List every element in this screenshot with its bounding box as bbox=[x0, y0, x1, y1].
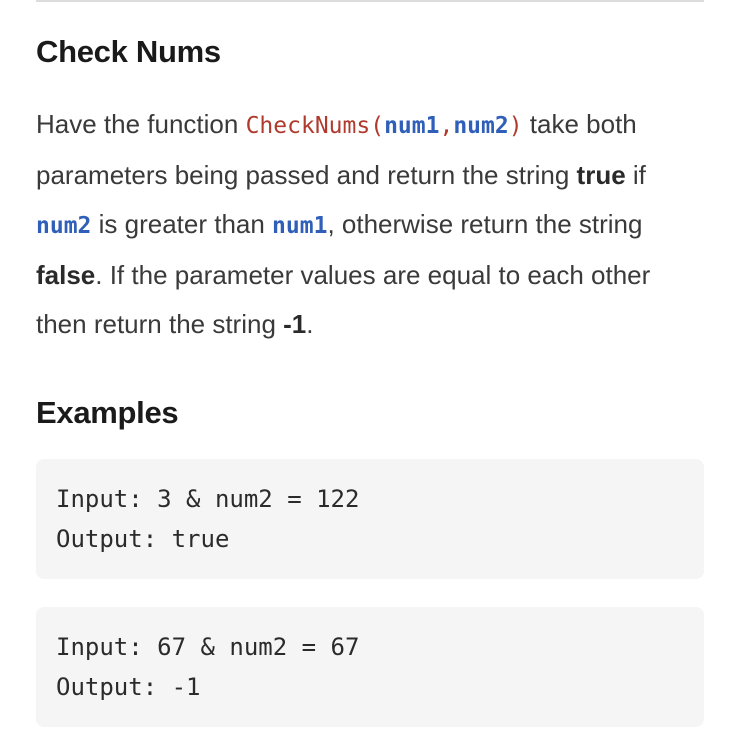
example-input: Input: 67 & num2 = 67 bbox=[56, 633, 360, 661]
problem-description: Have the function CheckNums(num1,num2) t… bbox=[36, 100, 704, 349]
desc-if: if bbox=[625, 160, 646, 190]
example-input: Input: 3 & num2 = 122 bbox=[56, 485, 360, 513]
true-keyword: true bbox=[576, 160, 626, 190]
example-block: Input: 67 & num2 = 67 Output: -1 bbox=[36, 607, 704, 727]
problem-content: Check Nums Have the function CheckNums(n… bbox=[36, 32, 704, 727]
paren-close: ) bbox=[508, 113, 523, 139]
desc-greater: is greater than bbox=[91, 209, 273, 239]
param-num2: num2 bbox=[453, 113, 509, 139]
function-name: CheckNums bbox=[245, 113, 371, 139]
desc-otherwise: , otherwise return the string bbox=[327, 209, 643, 239]
desc-after-signature: take both parameters being passed and re… bbox=[36, 109, 637, 190]
param-num1: num1 bbox=[384, 113, 440, 139]
false-keyword: false bbox=[36, 260, 96, 290]
examples-heading: Examples bbox=[36, 395, 179, 430]
example-output: Output: -1 bbox=[56, 673, 201, 701]
neg-one-keyword: -1 bbox=[283, 309, 307, 339]
top-divider bbox=[36, 0, 704, 2]
desc-intro: Have the function bbox=[36, 109, 246, 139]
inline-num1: num1 bbox=[272, 213, 328, 239]
page-title: Check Nums bbox=[36, 34, 221, 69]
paren-open: ( bbox=[370, 113, 385, 139]
desc-equal: . If the parameter values are equal to e… bbox=[36, 260, 651, 339]
example-output: Output: true bbox=[56, 525, 230, 553]
inline-num2: num2 bbox=[36, 213, 92, 239]
desc-end: . bbox=[306, 309, 314, 339]
param-comma: , bbox=[439, 113, 454, 139]
